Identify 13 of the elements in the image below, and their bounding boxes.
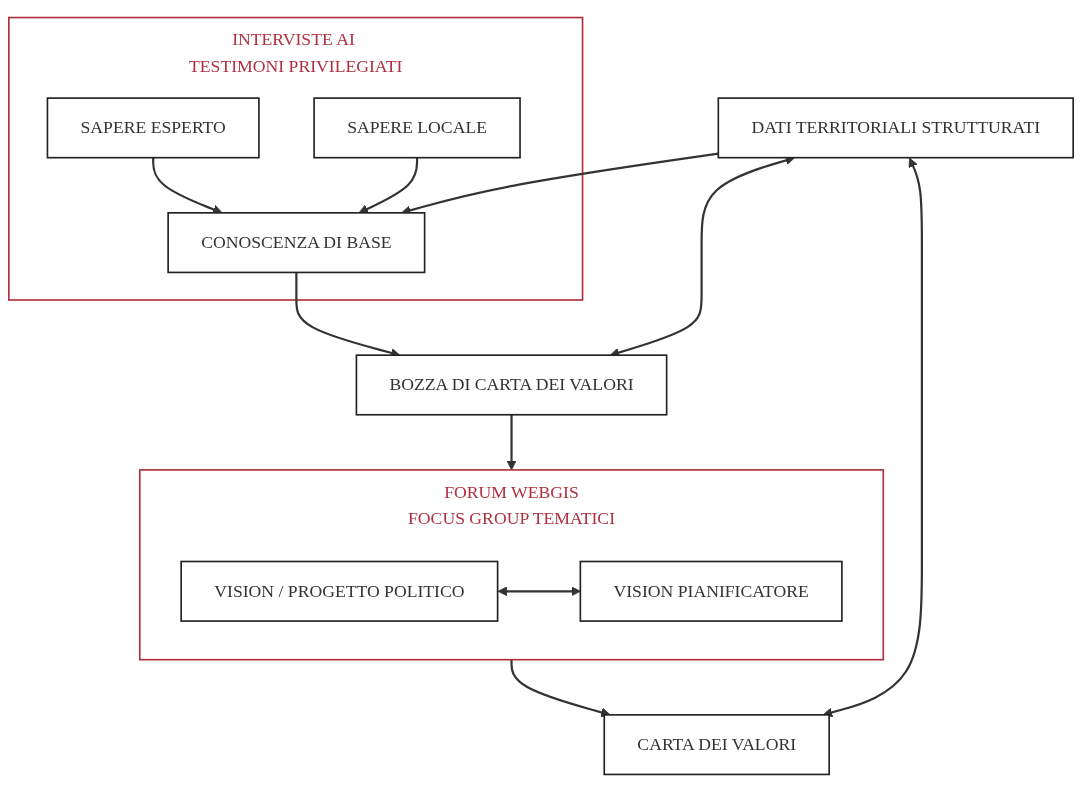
- node-box: CARTA DEI VALORI: [603, 714, 830, 776]
- node-box: VISION / PROGETTO POLITICO: [180, 560, 499, 622]
- node-box: SAPERE ESPERTO: [46, 97, 260, 159]
- arrow: [506, 414, 517, 471]
- node-box: VISION PIANIFICATORE: [579, 560, 843, 622]
- node-box: BOZZA DI CARTA DEI VALORI: [355, 354, 668, 416]
- arrow: [497, 586, 581, 597]
- node-box: DATI TERRITORIALI STRUTTURATI: [717, 97, 1074, 159]
- arrow: [510, 659, 611, 718]
- arrow: [358, 157, 419, 214]
- node-box: CONOSCENZA DI BASE: [167, 212, 426, 274]
- arrow: [822, 157, 923, 718]
- node-box: SAPERE LOCALE: [313, 97, 521, 159]
